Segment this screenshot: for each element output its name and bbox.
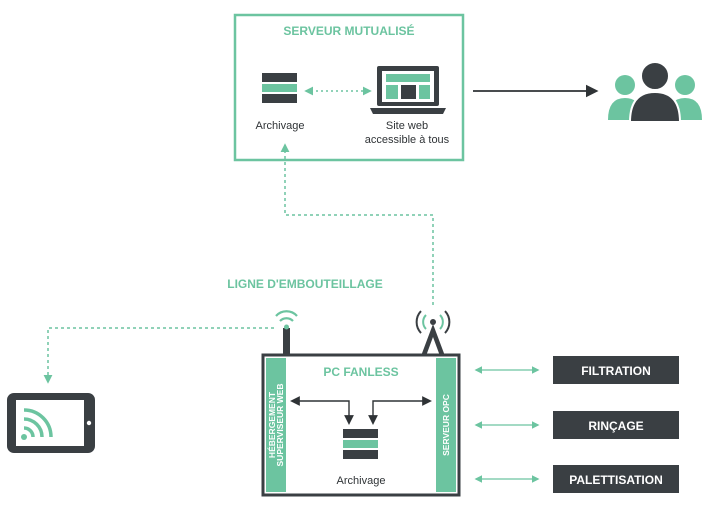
tablet-icon xyxy=(7,393,95,453)
machine-rincage: RINÇAGE xyxy=(553,411,679,439)
right-band-label: SERVEUR OPC xyxy=(441,394,451,456)
left-band-line1: HÉBERGEMENT xyxy=(267,391,277,458)
laptop-icon xyxy=(370,66,446,114)
left-band xyxy=(266,358,286,492)
wifi-icon xyxy=(275,310,298,355)
antenna-to-server-link xyxy=(280,143,434,305)
left-band-line2: SUPERVISEUR WEB xyxy=(275,384,285,467)
shared-archive-label: Archivage xyxy=(256,120,305,132)
machine-rincage-label: RINÇAGE xyxy=(588,419,643,433)
machine-palettisation-label: PALETTISATION xyxy=(569,473,663,487)
shared-server-title: SERVEUR MUTUALISÉ xyxy=(283,23,414,38)
wifi-to-tablet-link xyxy=(43,327,274,384)
pc-archive-label: Archivage xyxy=(337,475,386,487)
pc-fanless-box: PC FANLESS HÉBERGEMENT SUPERVISEUR WEB S… xyxy=(261,310,461,497)
web-to-archive-arrow xyxy=(290,396,354,425)
antenna-icon xyxy=(415,310,451,356)
pc-title: PC FANLESS xyxy=(323,365,398,379)
opc-to-archive-arrow xyxy=(368,396,432,425)
machine-palettisation: PALETTISATION xyxy=(553,465,679,493)
site-label-line2: accessible à tous xyxy=(365,134,450,146)
site-label-line1: Site web xyxy=(386,120,428,132)
archive-icon xyxy=(262,73,297,103)
line-title: LIGNE D'EMBOUTEILLAGE xyxy=(227,277,383,291)
shared-server-box: SERVEUR MUTUALISÉ Archivage Site web acc… xyxy=(233,13,465,162)
machine-filtration-label: FILTRATION xyxy=(581,364,651,378)
pc-archive-icon xyxy=(343,429,378,459)
machine-filtration: FILTRATION xyxy=(553,356,679,384)
users-group-icon xyxy=(608,61,702,123)
right-band xyxy=(436,358,456,492)
